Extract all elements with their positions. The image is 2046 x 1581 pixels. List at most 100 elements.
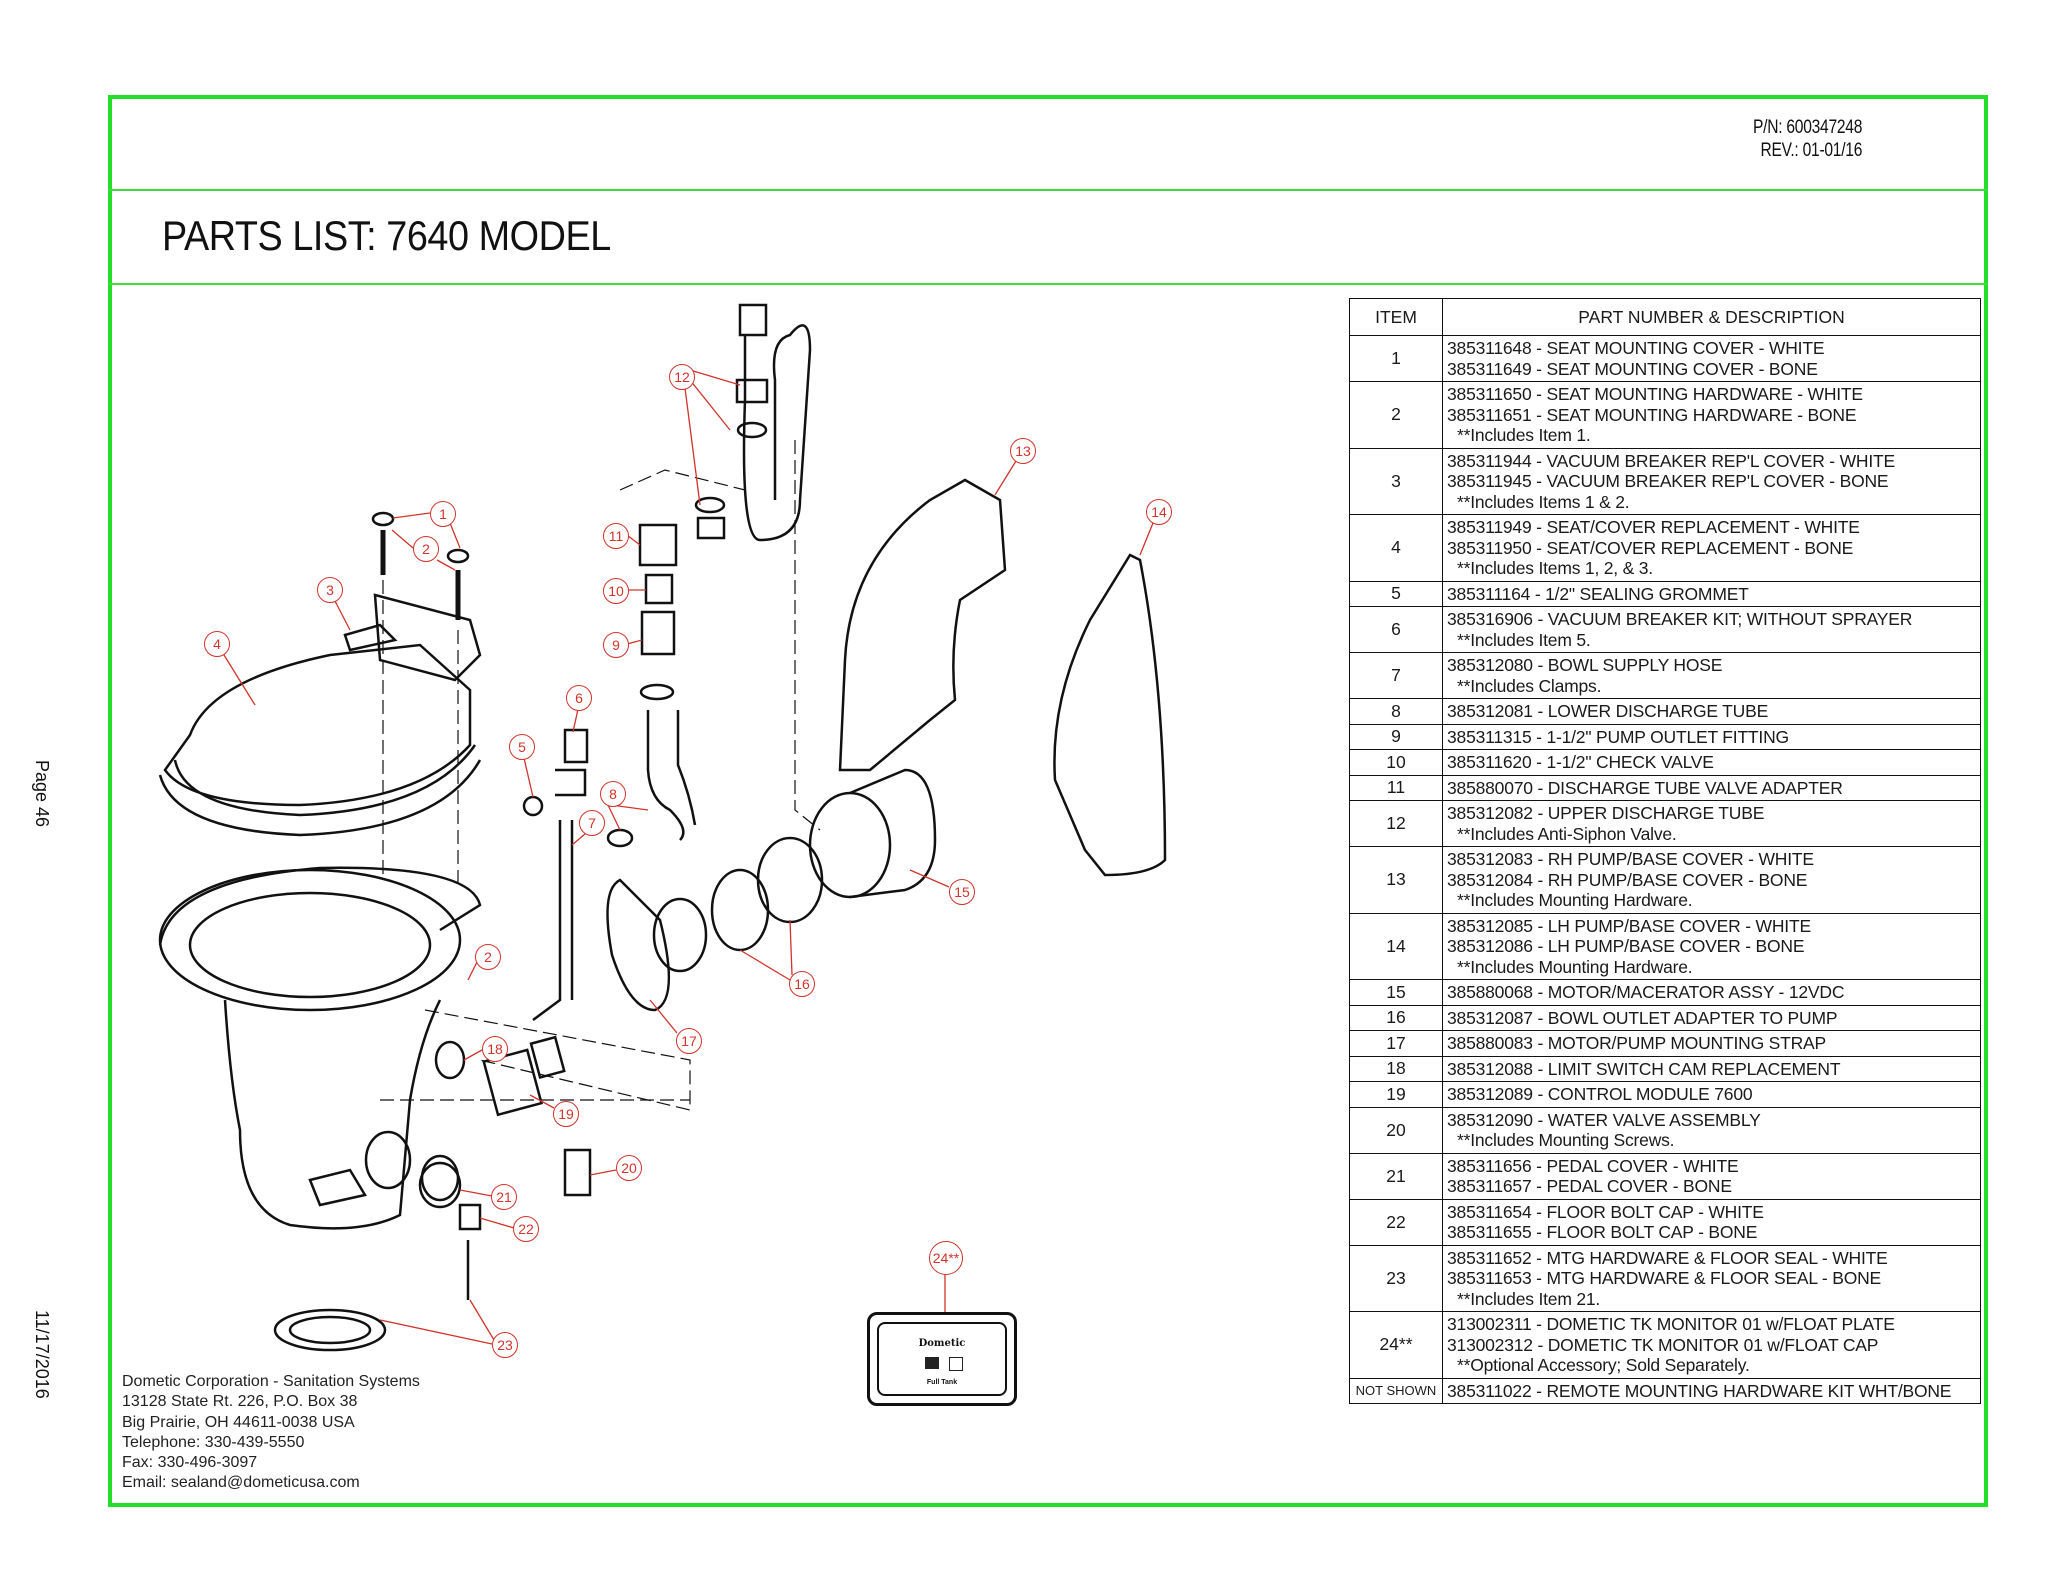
header-divider: [108, 189, 1988, 191]
page-number: Page 46: [32, 760, 52, 828]
page-title: PARTS LIST: 7640 MODEL: [162, 212, 611, 259]
item-number-cell: 13: [1349, 846, 1443, 914]
description-cell: 385312087 - BOWL OUTLET ADAPTER TO PUMP: [1442, 1004, 1981, 1031]
description-cell: 385311652 - MTG HARDWARE & FLOOR SEAL - …: [1442, 1244, 1981, 1312]
description-cell: 385312089 - CONTROL MODULE 7600: [1442, 1081, 1981, 1108]
part-line: 385311945 - VACUUM BREAKER REP'L COVER -…: [1447, 471, 1889, 491]
tank-monitor-drawing: Dometic Full Tank: [867, 1312, 1017, 1406]
part-line: 385316906 - VACUUM BREAKER KIT; WITHOUT …: [1447, 609, 1913, 629]
callout-item-19: 19: [553, 1101, 579, 1127]
part-line: 385311315 - 1-1/2" PUMP OUTLET FITTING: [1447, 726, 1789, 747]
part-line: 313002311 - DOMETIC TK MONITOR 01 w/FLOA…: [1447, 1314, 1895, 1334]
part-note: **Includes Item 21.: [1457, 1288, 1601, 1309]
item-number-cell: 12: [1349, 800, 1443, 847]
callout-item-22: 22: [513, 1216, 539, 1242]
item-number-cell: 15: [1349, 979, 1443, 1006]
part-line: 385312084 - RH PUMP/BASE COVER - BONE: [1447, 869, 1808, 890]
part-note: **Includes Items 1 & 2.: [1457, 491, 1630, 512]
title-divider: [108, 283, 1988, 285]
callout-item-1: 1: [430, 501, 456, 527]
address-line-1: 13128 State Rt. 226, P.O. Box 38: [122, 1393, 358, 1411]
description-cell: 385316906 - VACUUM BREAKER KIT; WITHOUT …: [1442, 606, 1981, 653]
item-number-cell: 8: [1349, 698, 1443, 725]
address-line-2: Big Prairie, OH 44611-0038 USA: [122, 1413, 355, 1431]
callout-item-20: 20: [616, 1155, 642, 1181]
callout-item-5: 5: [509, 734, 535, 760]
part-line: 385880068 - MOTOR/MACERATOR ASSY - 12VDC: [1447, 982, 1845, 1002]
item-number-cell: 16: [1349, 1004, 1443, 1031]
callout-item-11: 11: [603, 523, 629, 549]
callout-item-16: 16: [789, 971, 815, 997]
callout-item-10: 10: [603, 578, 629, 604]
item-number-cell: 2: [1349, 381, 1443, 449]
part-note: **Includes Item 5.: [1457, 629, 1591, 650]
description-cell: 385311949 - SEAT/COVER REPLACEMENT - WHI…: [1442, 514, 1981, 582]
telephone: Telephone: 330-439-5550: [122, 1433, 305, 1451]
item-number-cell: 23: [1349, 1244, 1443, 1312]
callout-item-4: 4: [204, 631, 230, 657]
description-cell: 313002311 - DOMETIC TK MONITOR 01 w/FLOA…: [1442, 1311, 1981, 1379]
item-number-cell: 7: [1349, 652, 1443, 699]
part-note: **Includes Mounting Screws.: [1457, 1130, 1675, 1150]
part-line: 385312089 - CONTROL MODULE 7600: [1447, 1084, 1753, 1104]
description-cell: 385311315 - 1-1/2" PUMP OUTLET FITTING: [1442, 723, 1981, 750]
callout-item-18: 18: [482, 1036, 508, 1062]
monitor-brand: Dometic: [918, 1338, 966, 1349]
callout-item-6: 6: [566, 685, 592, 711]
callout-item-2-lower: 2: [475, 944, 501, 970]
part-line: 385311022 - REMOTE MOUNTING HARDWARE KIT…: [1447, 1380, 1952, 1401]
table-row: 24**313002311 - DOMETIC TK MONITOR 01 w/…: [1349, 1311, 1981, 1379]
callout-item-2: 2: [413, 536, 439, 562]
part-line: 385312081 - LOWER DISCHARGE TUBE: [1447, 701, 1769, 721]
item-number-cell: 21: [1349, 1152, 1443, 1200]
part-note: **Includes Mounting Hardware.: [1457, 956, 1693, 977]
document-id-block: P/N: 600347248 REV.: 01-01/16: [1753, 116, 1862, 162]
part-line: 385880070 - DISCHARGE TUBE VALVE ADAPTER: [1447, 777, 1843, 798]
callout-item-23: 23: [492, 1332, 518, 1358]
monitor-button-icon: [949, 1357, 963, 1371]
part-line: 385311950 - SEAT/COVER REPLACEMENT - BON…: [1447, 537, 1854, 558]
part-note: **Optional Accessory; Sold Separately.: [1457, 1355, 1750, 1375]
part-line: 385312083 - RH PUMP/BASE COVER - WHITE: [1447, 849, 1814, 869]
item-number-cell: 24**: [1349, 1311, 1443, 1379]
description-cell: 385311164 - 1/2" SEALING GROMMET: [1442, 580, 1981, 607]
revision: REV.: 01-01/16: [1760, 140, 1862, 161]
part-note: **Includes Clamps.: [1457, 675, 1602, 696]
part-line: 385312087 - BOWL OUTLET ADAPTER TO PUMP: [1447, 1007, 1838, 1028]
column-header-description: PART NUMBER & DESCRIPTION: [1442, 298, 1981, 336]
part-line: 385312082 - UPPER DISCHARGE TUBE: [1447, 803, 1765, 823]
item-number-cell: 22: [1349, 1198, 1443, 1246]
part-line: 313002312 - DOMETIC TK MONITOR 01 w/FLOA…: [1447, 1334, 1879, 1355]
part-line: 385312085 - LH PUMP/BASE COVER - WHITE: [1447, 915, 1811, 936]
part-line: 385311651 - SEAT MOUNTING HARDWARE - BON…: [1447, 404, 1857, 425]
part-line: 385311949 - SEAT/COVER REPLACEMENT - WHI…: [1447, 517, 1860, 537]
item-number-cell: 18: [1349, 1055, 1443, 1082]
part-note: **Includes Anti-Siphon Valve.: [1457, 823, 1677, 844]
email[interactable]: Email: sealand@dometicusa.com: [122, 1474, 360, 1492]
callout-item-14: 14: [1146, 499, 1172, 525]
callout-item-21: 21: [491, 1184, 517, 1210]
part-line: 385311654 - FLOOR BOLT CAP - WHITE: [1447, 1201, 1764, 1222]
table-header-row: ITEM PART NUMBER & DESCRIPTION: [1349, 298, 1981, 336]
item-number-cell: 20: [1349, 1106, 1443, 1154]
part-line: 385311620 - 1-1/2" CHECK VALVE: [1447, 752, 1714, 772]
callout-item-7: 7: [579, 810, 605, 836]
callout-item-3: 3: [317, 577, 343, 603]
callout-item-8: 8: [600, 781, 626, 807]
